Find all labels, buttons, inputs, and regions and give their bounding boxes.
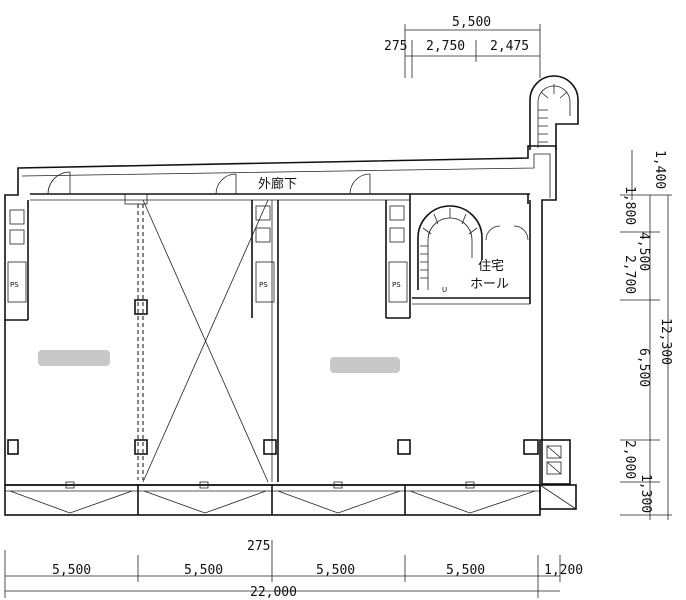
left-ps-box [7,261,27,303]
corridor-label: 外廊下 [258,176,297,192]
bottom-dim-offset: 275 [247,539,270,554]
hall-stair-inner [427,217,473,290]
equipment-base-diagonal [539,484,577,510]
balcony-post [465,481,475,489]
meter-box [389,227,405,243]
redacted-unit-name [330,357,400,373]
right-dimension-group: 1,400 1,800 4,500 2,700 12,300 6,500 2,0… [620,150,673,520]
column-top [124,193,148,205]
column [263,439,277,455]
balcony-post [65,481,75,489]
door-swing-icon [513,225,529,241]
right-ps-label: PS [392,281,401,289]
right-dim-4: 2,700 [622,255,637,294]
spiral-stair-treads [538,84,568,143]
right-dim-6: 6,500 [636,348,651,387]
meter-box [389,205,405,221]
unit-right: PS [330,173,539,455]
door-swing-icon [485,225,501,241]
right-dim-3: 4,500 [636,232,651,271]
top-dim-offset: 275 [384,39,407,54]
right-dim-8: 1,300 [638,474,653,513]
top-dim-left: 2,750 [426,39,465,54]
top-dim-right: 2,475 [490,39,529,54]
door-swing-icon [215,173,237,195]
bottom-dimension-group: 275 5,500 5,500 5,500 5,500 1,200 22,000 [4,539,583,600]
building-outline [4,145,557,486]
meter-box [255,205,271,221]
external-spiral-stair [529,75,579,150]
hall-stair-outline [417,205,483,290]
column [523,439,539,455]
right-ps-box [388,261,408,303]
equipment-icon-x [546,445,562,459]
equipment-box [541,439,571,485]
bottom-dim-extra: 1,200 [544,563,583,578]
mid-ps-box [255,261,275,303]
door-swing-icon [47,171,71,195]
balcony-post [199,481,209,489]
meter-box [255,227,271,243]
right-dim-7: 2,000 [622,440,637,479]
bottom-dim-bay1: 5,500 [52,563,91,578]
column [397,439,411,455]
right-dim-5: 12,300 [658,318,673,365]
bottom-dim-bay4: 5,500 [446,563,485,578]
hall-label-line2: ホール [470,277,509,292]
mid-ps-label: PS [259,281,268,289]
hall-label-line1: 住宅 [478,259,504,274]
residential-hall: U 住宅 ホール [412,200,531,305]
outer-wall-inner [21,153,551,198]
left-ps-label: PS [10,281,19,289]
right-dim-1: 1,400 [652,150,667,189]
spiral-stair-outline [529,75,579,150]
equipment-icon [546,461,562,475]
center-void [137,199,269,483]
bottom-dim-bay3: 5,500 [316,563,355,578]
void-cross-line [142,199,269,483]
bottom-dim-total: 22,000 [250,585,297,600]
door-swing-icon [349,173,371,195]
equipment-area [539,439,577,510]
stair-up-marker: U [442,286,447,294]
balcony-bracing [9,490,536,514]
column [134,299,148,315]
balcony-post [333,481,343,489]
column [7,439,19,455]
equipment-base [539,484,577,510]
middle-service-strip: PS [215,173,279,482]
bottom-dim-bay2: 5,500 [184,563,223,578]
column [134,439,148,455]
equipment-icon [546,445,562,459]
equipment-icon-x [546,461,562,475]
left-meter-box [9,209,25,225]
redacted-unit-name [38,350,110,366]
left-meter-box [9,229,25,245]
top-dimension-group: 5,500 275 2,750 2,475 [384,15,541,78]
balcony-strip [4,481,541,516]
hall-stair-treads [420,208,478,279]
right-dim-2: 1,800 [622,186,637,225]
top-dim-total: 5,500 [452,15,491,30]
outer-wall [4,145,557,486]
spiral-stair-inner [537,85,571,148]
unit-left: PS [5,171,148,455]
